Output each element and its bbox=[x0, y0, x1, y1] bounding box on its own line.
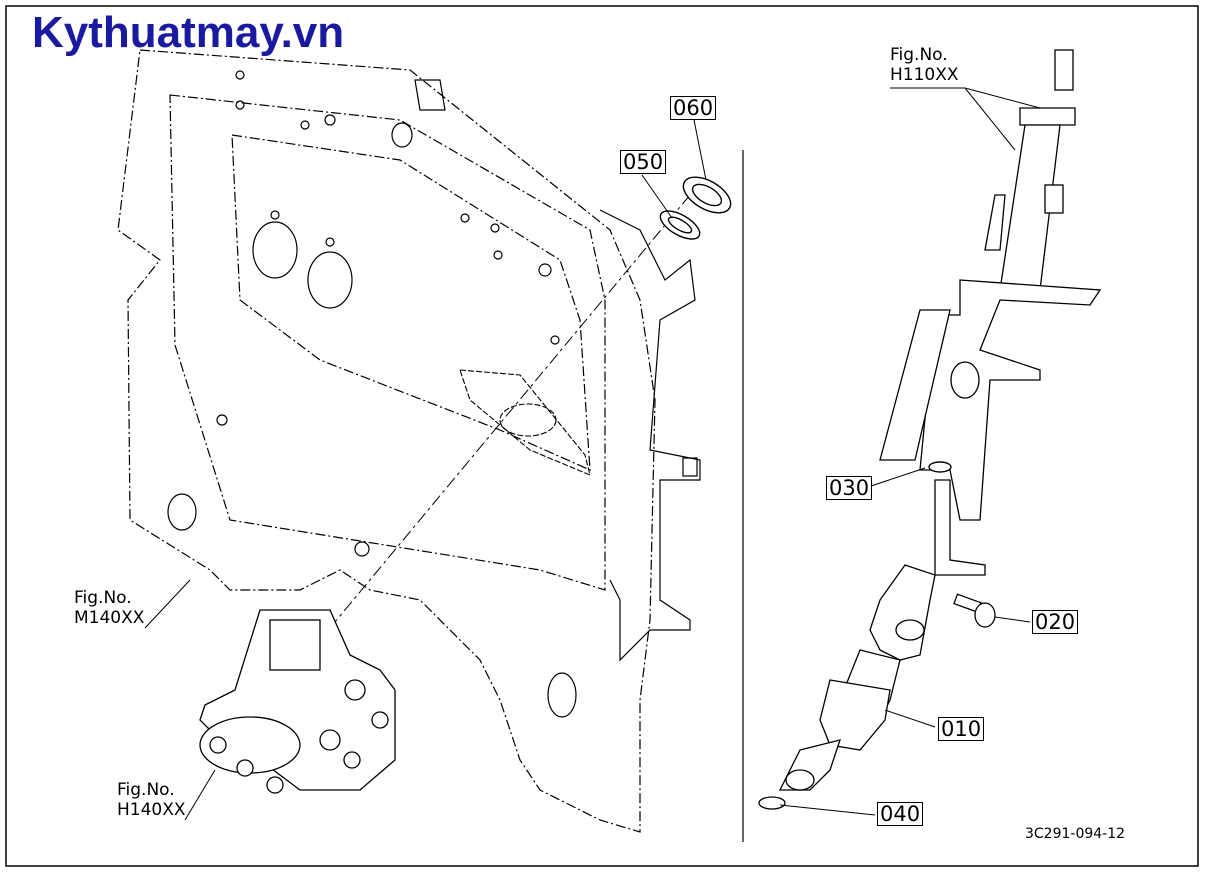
panel-bracket bbox=[414, 79, 701, 662]
fig-m140-line2: M140XX bbox=[74, 608, 145, 628]
bolt-020 bbox=[953, 593, 996, 628]
shaft-010 bbox=[778, 564, 936, 791]
washer-040 bbox=[758, 796, 786, 810]
fig-h110-label: Fig.No. H110XX bbox=[890, 45, 959, 85]
drawing-code: 3C291-094-12 bbox=[1025, 826, 1126, 842]
part-label-050[interactable]: 050 bbox=[620, 150, 667, 174]
border-frame bbox=[5, 5, 1199, 867]
brand-logo: Kythuatmay.vn bbox=[32, 8, 345, 57]
fig-h140-line1: Fig.No. bbox=[117, 780, 175, 800]
fig-m140-label: Fig.No. M140XX bbox=[74, 588, 144, 628]
dash-panel bbox=[117, 49, 656, 833]
steering-column bbox=[879, 49, 1102, 576]
fig-h140-label: Fig.No. H140XX bbox=[117, 780, 186, 820]
part-label-010[interactable]: 010 bbox=[938, 717, 985, 741]
panel-holes bbox=[167, 70, 577, 718]
part-label-020[interactable]: 020 bbox=[1032, 610, 1079, 634]
part-label-040[interactable]: 040 bbox=[877, 802, 924, 826]
fig-h140-line2: H140XX bbox=[117, 800, 186, 820]
fig-m140-line1: Fig.No. bbox=[74, 588, 132, 608]
washer-030 bbox=[928, 461, 952, 473]
part-label-030[interactable]: 030 bbox=[826, 476, 873, 500]
seal-050 bbox=[659, 210, 701, 240]
fig-h110-line2: H110XX bbox=[890, 65, 959, 85]
steering-valve bbox=[199, 609, 396, 794]
bearing-060 bbox=[682, 176, 732, 214]
leader-lines bbox=[144, 87, 1041, 821]
fig-h110-line1: Fig.No. bbox=[890, 45, 948, 65]
part-label-060[interactable]: 060 bbox=[670, 96, 717, 120]
axis-line bbox=[319, 194, 691, 641]
panel-flange bbox=[459, 369, 591, 476]
